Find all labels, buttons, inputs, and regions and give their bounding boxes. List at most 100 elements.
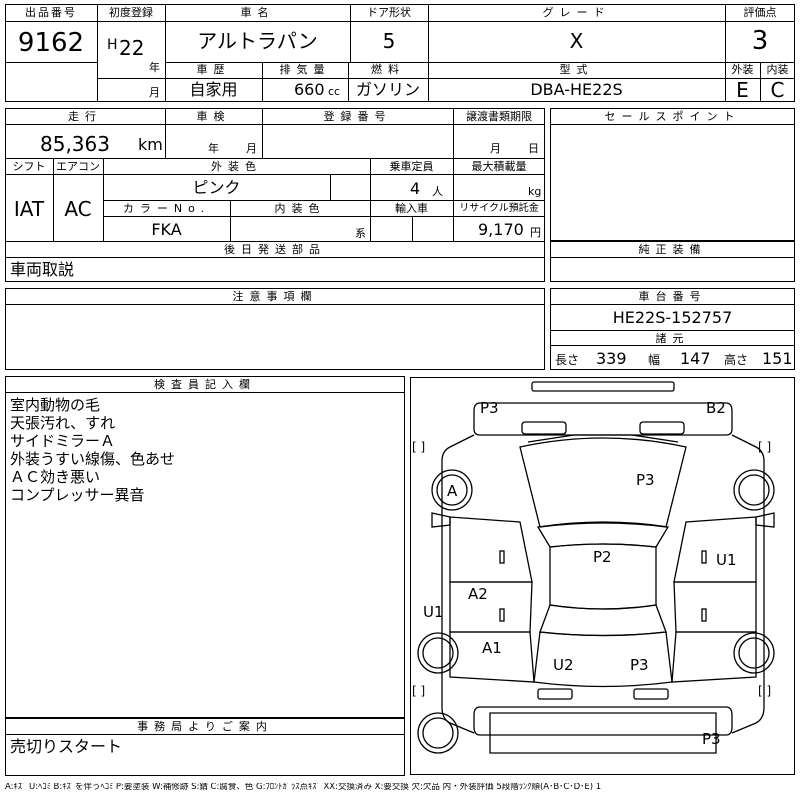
mark-front-left: P3 [480,399,499,417]
color-value: ピンク [192,178,241,197]
load-label: 最大積載量 [471,160,527,173]
interior-grade: C [770,78,785,102]
inspector-note: 天張汚れ、すれ [10,414,116,432]
inspection-label: 車検 [196,110,231,123]
car-name-label: 車名 [240,6,275,19]
inspector-note: サイドミラーＡ [10,432,116,450]
transfer-day-unit: 日 [528,142,539,155]
fuel-label: 燃料 [371,63,405,76]
displacement-label: 排気量 [279,63,331,76]
legend: A:ｷｽﾞ U:ﾍｺﾐ B:ｷｽﾞを伴うﾍｺﾐ P:要塗装 W:補修跡 S:錆 … [5,783,602,792]
seats-value: 4 [410,179,421,198]
genuine-block [550,241,795,282]
chassis-block [550,288,795,370]
car-damage-diagram: P3 B2 P3 A P2 U1 U1 A2 A1 U2 P3 P3 [ ] [… [410,377,795,775]
height-value: 151 [762,349,793,368]
mark-left-rear-door: A2 [468,585,488,603]
shift-label: シフト [12,160,46,173]
caution-label: 注意事項欄 [232,290,318,303]
load-unit: kg [528,185,542,198]
reg-no-label: 登録番号 [323,110,392,123]
ac-value: AC [64,197,92,221]
shift-value: IAT [13,197,45,221]
inspection-month-unit: 月 [246,142,257,155]
reg-year: 22 [119,36,145,60]
mark-left-mirror: A [447,482,458,500]
mileage-label: 走行 [68,110,102,123]
era: H [107,37,118,53]
inspector-notes: 室内動物の毛 天張汚れ、すれ サイドミラーＡ 外装うすい線傷、色あせ ＡＣ効き悪… [10,396,400,504]
mark-left-rear-fender: A1 [482,639,502,657]
sales-point-label: セールスポイント [604,110,741,123]
mark-right-front-door: U1 [716,551,737,569]
inspector-note: 室内動物の毛 [10,396,101,414]
width-value: 147 [680,349,711,368]
inspector-label: 検査員記入欄 [154,378,256,391]
lot-no: 9162 [17,28,85,58]
mileage-value: 85,363 [40,132,110,156]
transfer-month-unit: 月 [490,142,501,155]
inspector-note: ＡＣ効き悪い [10,468,101,486]
interior-color-suffix: 系 [355,227,366,240]
office-label: 事務局よりご案内 [137,720,273,733]
seats-label: 乗車定員 [389,160,434,173]
model-label: 型式 [559,63,594,76]
recycle-unit: 円 [530,226,541,239]
later-parts-value: 車両取説 [10,260,75,279]
score-value: 3 [751,26,769,56]
month-unit: 月 [149,86,160,99]
chassis-value: HE22S-152757 [612,308,733,327]
car-name: アルトラパン [197,29,318,53]
length-label: 長さ [555,353,580,367]
color-no-label: カラーNo. [122,202,211,215]
dims-label: 諸元 [655,332,690,345]
color-no-value: FKA [151,220,182,239]
model-value: DBA-HE22S [530,80,623,99]
door-label: ドア形状 [367,6,411,19]
grade-label: グレード [542,6,611,19]
caution-block [5,288,545,370]
history-value: 自家用 [189,80,238,99]
exterior-label: 外装 [731,63,754,76]
first-reg-label: 初度登録 [109,6,153,19]
details-block [5,108,545,282]
mark-hood: P3 [636,471,655,489]
interior-color-label: 内装色 [274,202,326,215]
width-label: 幅 [648,353,661,367]
bracket-right-front: [ ] [758,440,771,454]
score-label: 評価点 [743,6,777,19]
seats-unit: 人 [432,185,443,198]
recycle-value: 9,170 [478,220,524,239]
mark-rear-left: U2 [553,656,574,674]
exterior-grade: E [736,78,749,102]
bracket-left-front: [ ] [412,440,425,454]
mark-roof: P2 [593,548,612,566]
transfer-label: 譲渡書類期限 [466,110,532,123]
interior-label: 内装 [766,63,789,76]
height-label: 高さ [724,353,749,367]
mileage-unit: km [138,135,163,154]
genuine-label: 純正装備 [638,243,707,256]
chassis-label: 車台番号 [638,290,707,303]
inspection-year-unit: 年 [208,142,219,155]
grade-value: X [569,29,584,53]
ac-label: エアコン [56,160,100,173]
history-label: 車歴 [196,63,231,76]
lot-no-label: 出品番号 [25,6,77,19]
bracket-left-rear: [ ] [412,684,425,698]
bracket-right-rear: [ ] [758,684,771,698]
header-block [5,4,795,102]
mark-front-right: B2 [706,399,726,417]
later-parts-label: 後日発送部品 [224,243,326,256]
inspector-note: コンプレッサー異音 [10,486,145,504]
inspector-block [5,376,405,718]
displacement-unit: cc [328,85,341,98]
mark-rear-bumper: P3 [702,730,721,748]
import-label: 輸入車 [395,202,428,215]
mark-left-front-fender: U1 [423,603,444,621]
mark-rear-right: P3 [630,656,649,674]
length-value: 339 [596,349,627,368]
recycle-label: リサイクル預託金 [459,203,539,214]
sales-point-block [550,108,795,241]
inspector-note: 外装うすい線傷、色あせ [10,450,176,468]
